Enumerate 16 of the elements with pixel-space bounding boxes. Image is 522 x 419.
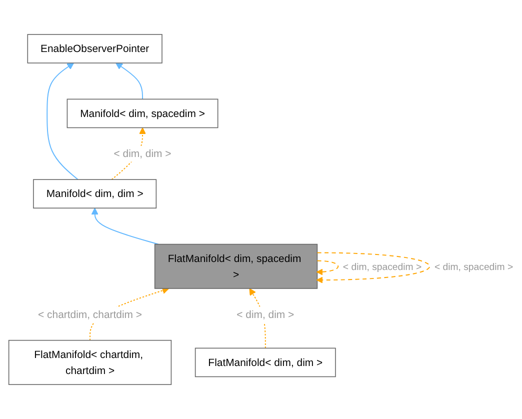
arrow bbox=[91, 208, 159, 245]
node-box: EnableObserverPointer bbox=[27, 34, 162, 64]
edge-label: < dim, dim > bbox=[114, 147, 172, 160]
arrow bbox=[46, 62, 78, 180]
node-box: Manifold< dim, spacedim > bbox=[66, 98, 218, 128]
edge-label: < dim, spacedim > bbox=[434, 262, 514, 273]
arrow bbox=[316, 252, 430, 284]
node-box: FlatManifold< dim, spacedim > bbox=[154, 244, 318, 289]
edge-label: < dim, dim > bbox=[236, 308, 294, 320]
node-box: FlatManifold< chartdim, chartdim > bbox=[8, 340, 172, 385]
arrow bbox=[316, 260, 339, 275]
node-box: FlatManifold< dim, dim > bbox=[194, 348, 336, 378]
node-box: Manifold< dim, dim > bbox=[33, 179, 157, 208]
arrow bbox=[116, 62, 143, 100]
edge-label: < chartdim, chartdim > bbox=[38, 308, 142, 320]
edge-label: < dim, spacedim > bbox=[342, 262, 422, 273]
